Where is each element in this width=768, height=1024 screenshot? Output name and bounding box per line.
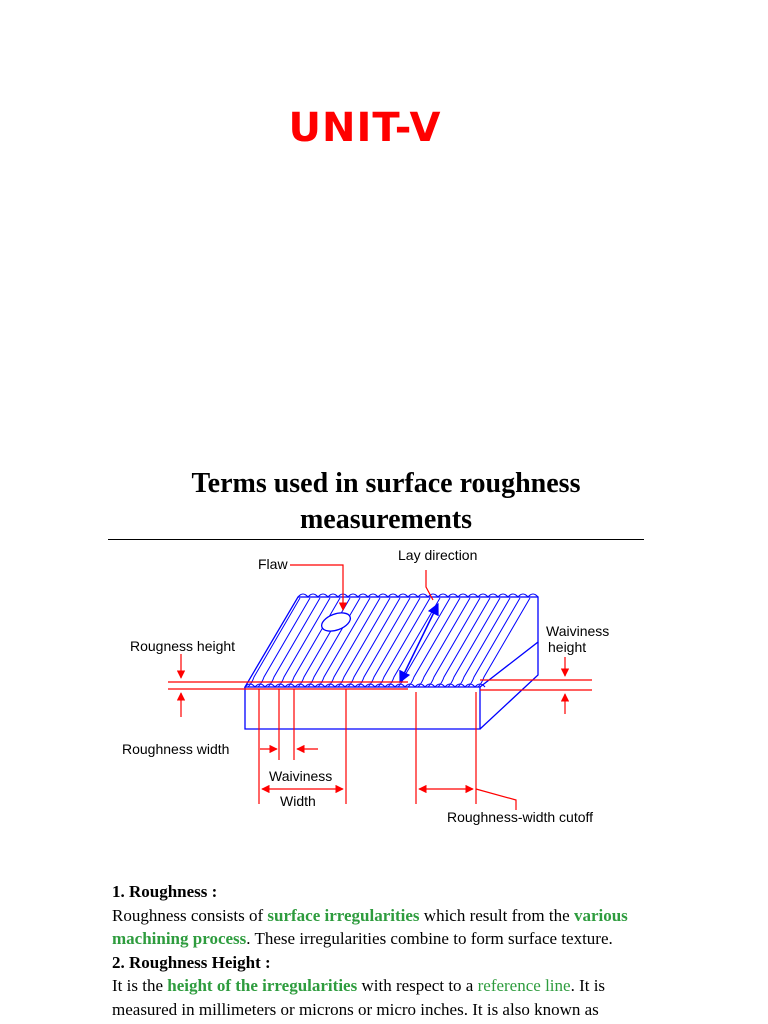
label-roughness-width: Roughness width xyxy=(122,741,229,757)
highlight-surface-irregularities: surface irregularities xyxy=(267,905,420,925)
dimension-lines xyxy=(168,564,592,810)
ridge-line xyxy=(477,597,531,688)
paragraph-roughness-height: It is the height of the irregularities w… xyxy=(112,976,606,1019)
label-waiviness-width-1: Waiviness xyxy=(269,768,332,784)
ridge-line xyxy=(367,597,421,688)
ridge-front-edge xyxy=(244,683,486,688)
surface-ridges xyxy=(244,593,539,688)
ridge-line xyxy=(427,597,481,688)
paragraph-roughness: Roughness consists of surface irregulari… xyxy=(112,905,628,949)
ridge-line xyxy=(247,597,301,688)
ridge-top-edge xyxy=(297,593,539,598)
heading-roughness: 1. Roughness : xyxy=(112,882,218,901)
ridge-line xyxy=(327,597,381,688)
ridge-line xyxy=(337,597,391,688)
ridge-line xyxy=(447,597,501,688)
ridge-line xyxy=(267,597,321,688)
label-rougness-height: Rougness height xyxy=(130,638,235,654)
ridge-line xyxy=(357,597,411,688)
highlight-machining-process: various machining process xyxy=(112,905,628,949)
heading-roughness-height: 2. Roughness Height : xyxy=(112,952,271,972)
title-rule xyxy=(108,539,644,540)
label-roughness-width-cutoff: Roughness-width cutoff xyxy=(447,809,593,825)
section-title: Terms used in surface roughness measurem… xyxy=(108,466,664,538)
ridge-line xyxy=(397,597,451,688)
ridge-line xyxy=(457,597,511,688)
body-text: 1. Roughness : Roughness consists of sur… xyxy=(112,880,642,1021)
ridge-line xyxy=(347,597,401,688)
ridge-line xyxy=(467,597,521,688)
highlight-height-irregularities: height of the irregularities xyxy=(167,976,358,995)
ridge-line xyxy=(287,597,341,688)
label-waiviness-height-2: height xyxy=(548,639,586,655)
ridge-line xyxy=(277,597,331,688)
section-title-line1: Terms used in surface roughness xyxy=(191,468,581,499)
lay-direction-arrow xyxy=(399,602,439,684)
surface-roughness-diagram: Flaw Lay direction Rougness height Waivi… xyxy=(122,547,609,825)
block-outline xyxy=(243,596,539,730)
unit-title: UNIT-V xyxy=(288,105,442,151)
label-waiviness-width-2: Width xyxy=(280,793,316,809)
ridge-line xyxy=(307,597,361,688)
section-title-line2: measurements xyxy=(299,504,473,535)
label-flaw: Flaw xyxy=(258,556,288,572)
label-lay-direction: Lay direction xyxy=(398,547,477,563)
ridge-line xyxy=(417,597,471,688)
ridge-line xyxy=(387,597,441,688)
highlight-reference-line: reference line xyxy=(477,976,571,995)
label-waiviness-height-1: Waiviness xyxy=(546,623,609,639)
ridge-line xyxy=(257,597,311,688)
ridge-line xyxy=(437,597,491,688)
ridge-line xyxy=(317,597,371,688)
ridge-line xyxy=(297,597,351,688)
flaw-mark xyxy=(320,612,352,632)
